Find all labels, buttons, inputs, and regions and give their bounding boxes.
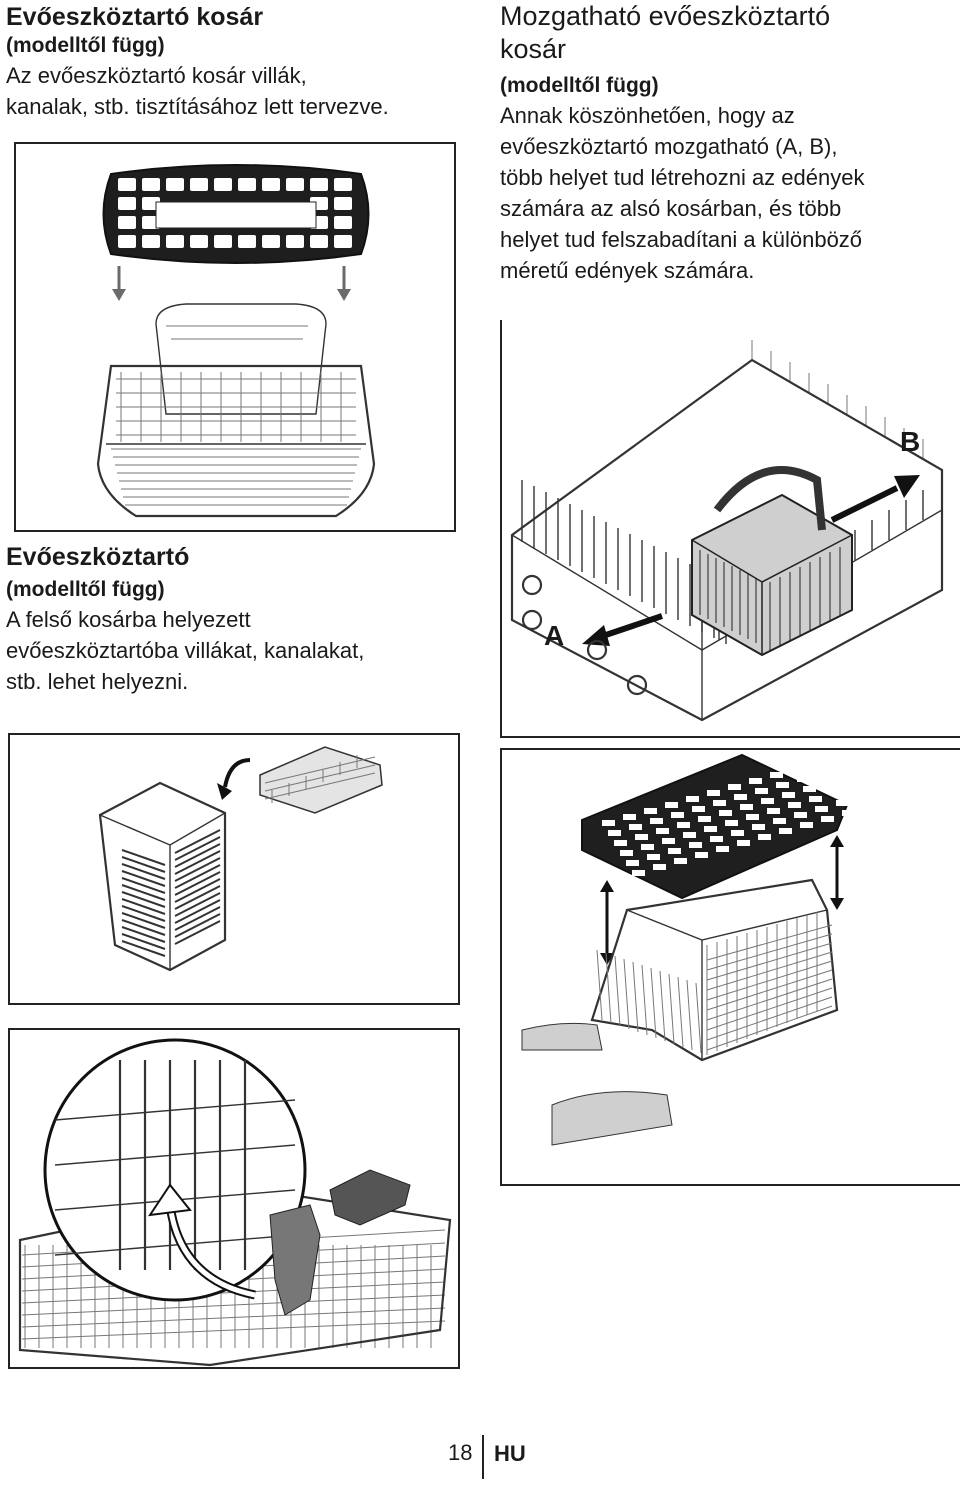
cutlery-basket-illustration — [14, 142, 456, 532]
position-label-a: A — [544, 620, 565, 651]
cutlery-holder-section: Evőeszköztartó (modelltől függ) A felső … — [6, 542, 486, 697]
double-arrow-icon — [830, 835, 844, 910]
movable-basket-body-line-3: több helyet tud létrehozni az edények — [500, 165, 865, 190]
movable-cutlery-basket-section: Mozgatható evőeszköztartó kosár (modellt… — [500, 0, 955, 286]
movable-basket-title-line-1: Mozgatható evőeszköztartó — [500, 1, 831, 31]
cutlery-holder-subtitle: (modelltől függ) — [6, 578, 165, 601]
arrow-down-icon — [112, 266, 126, 301]
position-label-b: B — [900, 426, 921, 457]
arrow-down-icon — [337, 266, 351, 301]
cutlery-holder-body-line-2: evőeszköztartóba villákat, kanalakat, — [6, 638, 365, 663]
cutlery-basket-section: Evőeszköztartó kosár (modelltől függ) Az… — [6, 2, 476, 122]
movable-basket-body-line-5: helyet tud felszabadítani a különböző — [500, 227, 863, 252]
movable-basket-body-line-1: Annak köszönhetően, hogy az — [500, 103, 795, 128]
cutlery-holder-body-line-1: A felső kosárba helyezett — [6, 607, 251, 632]
movable-basket-body-line-4: számára az alsó kosárban, és több — [500, 196, 842, 221]
curved-arrow-icon — [217, 758, 251, 800]
curved-arrow-icon — [147, 1183, 256, 1300]
double-arrow-icon — [600, 880, 614, 965]
double-arrow-icon — [582, 475, 920, 646]
language-code: HU — [494, 1441, 526, 1466]
cutlery-basket-title: Evőeszköztartó kosár — [6, 3, 264, 31]
movable-basket-title-line-2: kosár — [500, 34, 567, 64]
cutlery-holder-title: Evőeszköztartó — [6, 543, 190, 571]
movable-basket-subtitle: (modelltől függ) — [500, 74, 659, 97]
movable-basket-body-line-2: evőeszköztartó mozgatható (A, B), — [500, 134, 838, 159]
cutlery-basket-body-line-2: kanalak, stb. tisztításához lett tervezv… — [6, 94, 389, 119]
holder-in-rack-illustration — [8, 1028, 460, 1369]
movable-basket-body-line-6: méretű edények számára. — [500, 258, 755, 283]
cutlery-basket-subtitle: (modelltől függ) — [6, 34, 165, 57]
page-number: 18 — [448, 1440, 473, 1465]
cutlery-basket-body-line-1: Az evőeszköztartó kosár villák, — [6, 63, 307, 88]
cutlery-holder-body-line-3: stb. lehet helyezni. — [6, 669, 189, 694]
movable-basket-rack-illustration: A B — [500, 320, 960, 738]
cutlery-holder-illustration — [8, 733, 460, 1005]
footer-divider — [482, 1435, 484, 1479]
basket-lid-with-hands-illustration — [500, 748, 960, 1186]
